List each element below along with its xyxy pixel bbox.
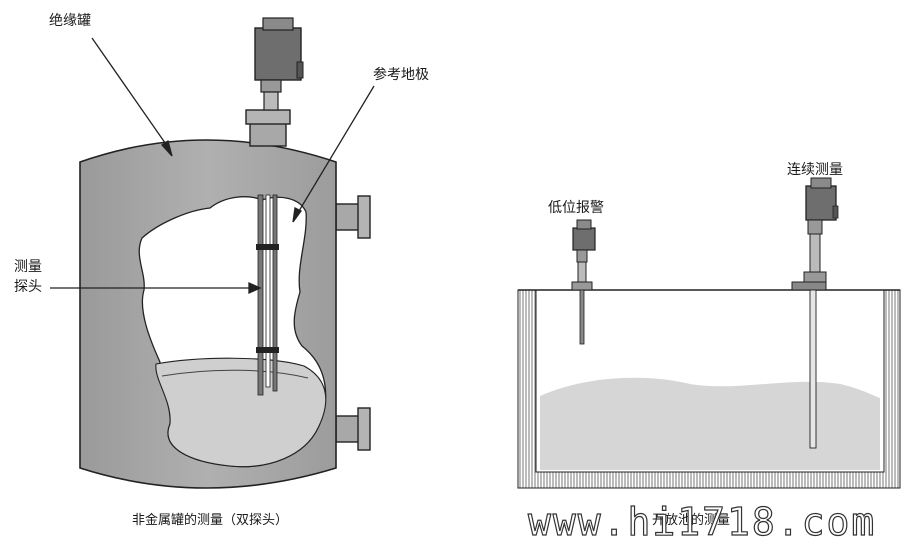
label-probe-line1: 测量 bbox=[14, 259, 42, 275]
lower-side-nozzle bbox=[335, 407, 371, 451]
low-alarm-switch bbox=[571, 219, 596, 345]
top-flange bbox=[245, 109, 291, 147]
caption-left: 非金属罐的测量（双探头） bbox=[132, 513, 289, 528]
pool-liquid bbox=[540, 377, 880, 470]
label-insulated-tank: 绝缘罐 bbox=[49, 13, 91, 29]
label-reference-electrode: 参考地极 bbox=[373, 67, 429, 83]
label-continuous: 连续测量 bbox=[787, 162, 843, 178]
watermark-text: www.hi1718.com bbox=[527, 499, 877, 544]
insulated-tank-illustration bbox=[50, 17, 375, 489]
caption-right: 开放池的测量 bbox=[652, 513, 731, 528]
open-pool-illustration bbox=[517, 177, 901, 489]
label-low-alarm: 低位报警 bbox=[548, 200, 604, 216]
continuous-transmitter bbox=[791, 177, 839, 449]
leader-arrows bbox=[50, 37, 375, 295]
upper-side-nozzle bbox=[335, 195, 371, 239]
tank-liquid-surface bbox=[161, 369, 309, 379]
tank-transmitter bbox=[254, 17, 304, 111]
label-probe-line2: 探头 bbox=[14, 279, 42, 295]
twin-probes bbox=[256, 194, 279, 396]
